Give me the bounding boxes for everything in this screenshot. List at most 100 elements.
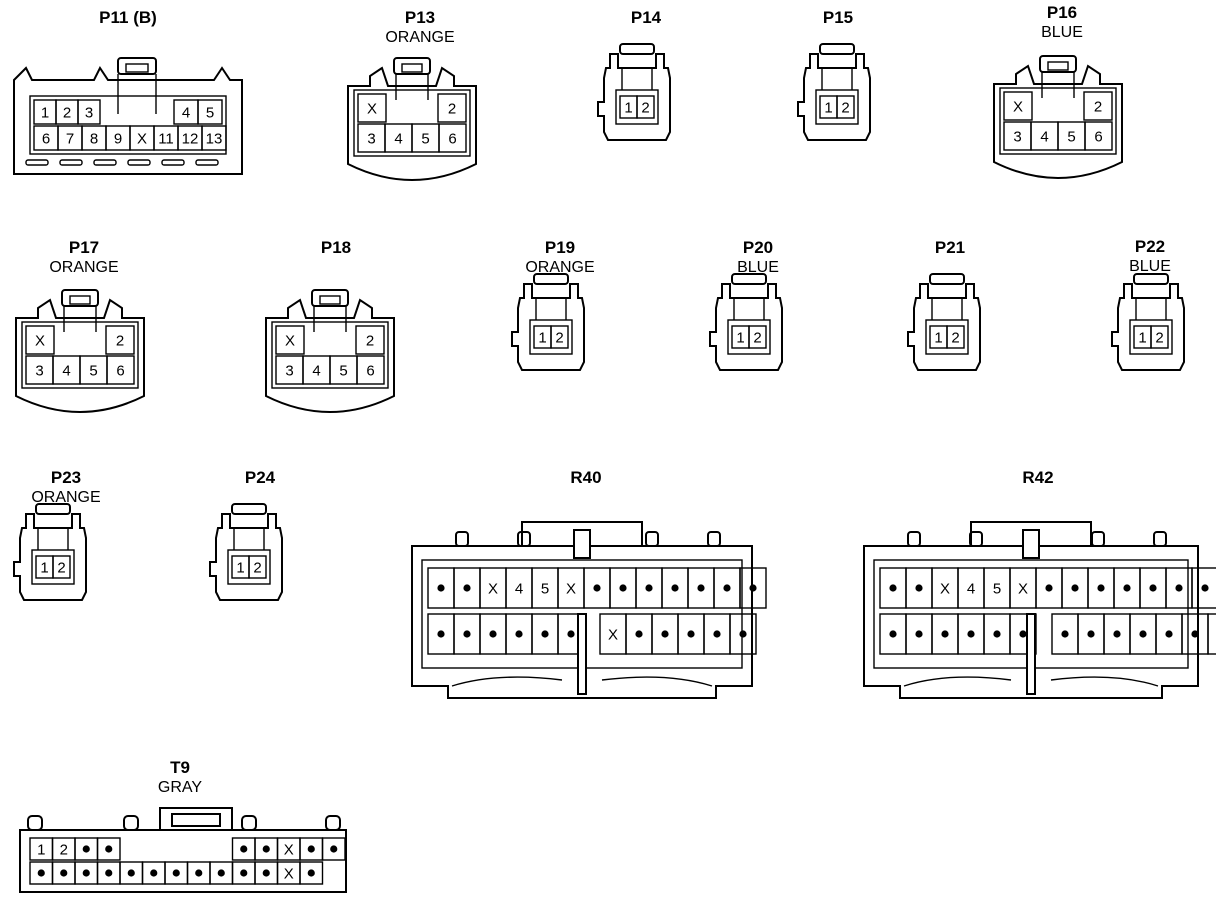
pin-dot [172,869,180,877]
connector-color: BLUE [1041,24,1083,41]
locking-tab-slot [69,295,91,305]
locking-tab-slot [401,63,423,73]
pin-cell [1207,613,1216,655]
locking-bridge [521,521,643,546]
connector-housing [511,283,585,371]
pin-cell [1083,91,1113,121]
pin-number: 3 [35,363,43,380]
connector-color: BLUE [737,259,779,276]
pin-dot [1149,584,1157,592]
pin-x-mark: X [566,581,576,598]
pin-frame [727,319,771,355]
pin-number: 6 [448,131,456,148]
pin-number: 2 [366,333,374,350]
connector-label: P21 [935,238,965,257]
locking-tab [533,273,569,285]
pin-cell [636,95,655,119]
pin-dot [697,584,705,592]
locking-tab [1022,529,1040,559]
locking-bridge [970,521,1092,546]
pin-number: 3 [285,363,293,380]
pin-number: 2 [63,105,71,122]
pin-x-mark: X [608,627,618,644]
pin-dot [463,630,471,638]
pin-cell [1003,91,1033,121]
pin-number: 6 [1094,129,1102,146]
pin-number: 2 [753,330,761,347]
pin-cell [836,95,855,119]
locking-tab-slot [125,63,149,73]
pin-number: 2 [448,101,456,118]
pin-cell [52,555,71,579]
locking-tab [311,289,349,307]
pin-dot [262,869,270,877]
housing-curve [601,676,713,687]
pin-dot [1123,584,1131,592]
pin-dot [619,584,627,592]
pin-dot [262,845,270,853]
pin-frame [31,549,75,585]
pin-number: 1 [37,842,45,859]
pin-cell [438,123,467,153]
connector-housing [13,66,243,175]
pin-number: 4 [1040,129,1048,146]
housing-vent [161,159,185,166]
connector-housing [19,829,347,893]
pin-dot [661,630,669,638]
pin-cell [1150,325,1169,349]
pin-dot [60,869,68,877]
connector-housing [797,53,871,141]
pin-dot [671,584,679,592]
pin-number: 3 [1013,129,1021,146]
pin-number: 4 [515,581,523,598]
pin-dot [463,584,471,592]
pin-number: 7 [66,131,74,148]
pin-x-mark: X [1013,99,1023,116]
pin-dot [240,869,248,877]
pin-x-mark: X [35,333,45,350]
locking-tab [573,529,591,559]
pin-number: 11 [158,131,174,148]
pin-number: 4 [967,581,975,598]
pin-dot [993,630,1001,638]
pin-frame [21,321,139,389]
pin-dot [645,584,653,592]
connector-label: P24 [245,468,276,487]
pin-dot [739,630,747,638]
housing-vent [59,159,83,166]
pin-dot [307,869,315,877]
connector-label: P18 [321,238,351,257]
pin-dot [515,630,523,638]
pin-cell [729,613,757,655]
pin-dot [195,869,203,877]
connector-label: P20 [743,238,773,257]
pin-dot [1139,630,1147,638]
pin-cell [946,325,965,349]
connector-label: P13 [405,8,435,27]
pin-number: 1 [934,330,942,347]
pin-dot [1071,584,1079,592]
pin-cell [105,325,135,355]
locking-tab [171,813,221,827]
pin-x-mark: X [1018,581,1028,598]
pin-cell [25,325,55,355]
connector-housing [209,513,283,601]
pin-dot [307,845,315,853]
connector-housing [597,53,671,141]
pin-dot [541,630,549,638]
pin-x-mark: X [488,581,498,598]
pin-dot [593,584,601,592]
housing-nib [645,531,659,547]
pin-number: 1 [538,330,546,347]
housing-nib [27,815,43,831]
pin-number: 12 [182,131,199,148]
locking-tab [117,57,157,75]
housing-vent [195,159,219,166]
pin-number: 4 [312,363,320,380]
housing-curve [1050,676,1159,687]
